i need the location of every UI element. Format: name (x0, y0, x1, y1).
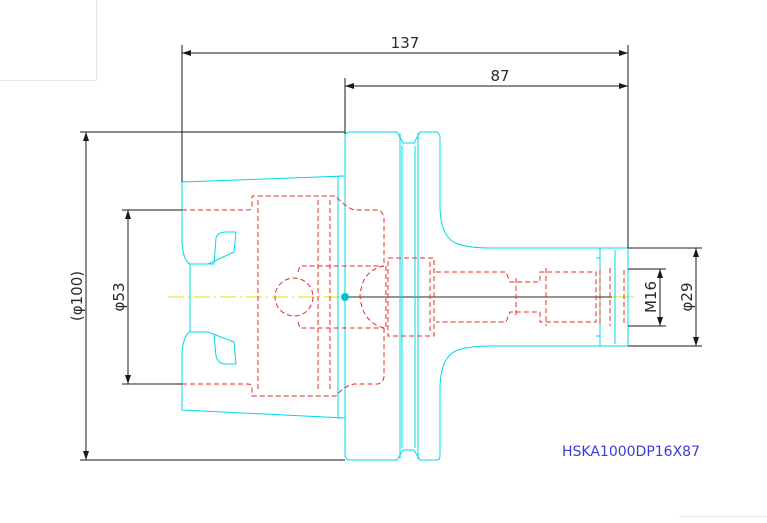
dimension-lines (80, 45, 702, 461)
center-point (341, 293, 349, 301)
part-outline (181, 131, 629, 461)
hidden-features (182, 195, 625, 397)
frame-corner-bottom-right (679, 516, 767, 523)
dim-overall-length: 137 (391, 34, 420, 52)
dimension-arrows (83, 50, 699, 460)
dim-thread: M16 (642, 281, 660, 313)
dim-body-length: 87 (490, 67, 509, 85)
hsk-taper-outline (181, 175, 346, 419)
part-number-label: HSKA1000DP16X87 (562, 444, 700, 460)
dim-shank-diameter: φ29 (678, 283, 696, 312)
frame-corner-top-left (0, 0, 97, 81)
dim-taper-diameter: φ53 (110, 283, 128, 312)
flange-outline (344, 131, 601, 461)
dim-flange-diameter: (φ100) (68, 271, 86, 321)
